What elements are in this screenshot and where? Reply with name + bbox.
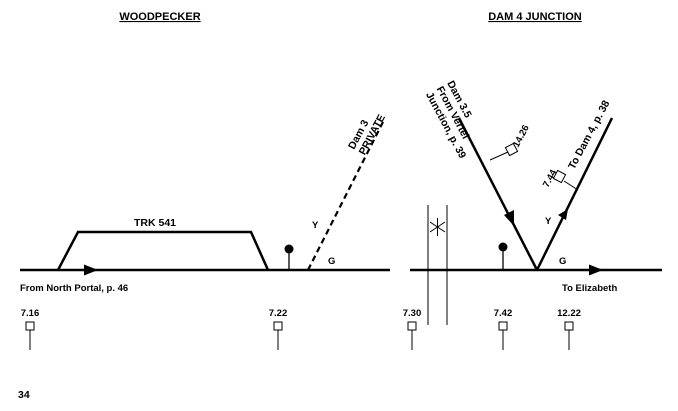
private-branch-label: Dam 3PRIVATE: [346, 107, 388, 157]
origin-label: From North Portal, p. 46: [20, 283, 128, 294]
woodpecker-direction-arrow: [84, 264, 98, 276]
svg-text:7.16: 7.16: [21, 308, 40, 319]
milepost-12-22: 12.22: [557, 308, 581, 350]
svg-text:7.30: 7.30: [403, 308, 422, 319]
dam4-title: DAM 4 JUNCTION: [488, 11, 582, 23]
right-branch-arrow: [558, 209, 568, 220]
dam4-signal-icon: [498, 242, 508, 252]
woodpecker-private-branch: [307, 119, 385, 271]
dam4-direction-arrow: [589, 264, 603, 276]
milepost-7-42: 7.42: [494, 308, 513, 350]
signal-y-label: Y: [312, 220, 319, 231]
dam4-signal-g-label: G: [559, 256, 566, 267]
left-branch-label: Dam 3.5From VertelJunction, p. 39: [423, 79, 489, 161]
woodpecker-siding-track: [56, 230, 270, 271]
dam4-right-branch: [535, 117, 614, 271]
left-branch-arrow: [504, 210, 514, 226]
svg-text:14.26: 14.26: [511, 123, 532, 149]
milepost-7-22: 7.22: [269, 308, 288, 350]
svg-text:7.42: 7.42: [494, 308, 513, 319]
dam4-left-branch: [457, 117, 539, 271]
page-number: 34: [18, 389, 30, 401]
right-branch-label: To Dam 4, p. 38: [566, 98, 612, 171]
svg-text:12.22: 12.22: [557, 308, 581, 319]
woodpecker-signal-icon: [284, 244, 294, 254]
destination-label: To Elizabeth: [562, 283, 617, 294]
milepost-7-44: 7.44: [541, 167, 579, 191]
crossing-structure: [427, 205, 448, 325]
milepost-7-16: 7.16: [21, 308, 40, 350]
crossing-asterisk-icon: [429, 218, 446, 236]
dam4-signal-y-label: Y: [545, 216, 552, 227]
signal-g-label: G: [328, 256, 335, 267]
siding-label: TRK 541: [134, 217, 176, 229]
svg-text:7.22: 7.22: [269, 308, 288, 319]
milepost-14-26: 14.26: [489, 123, 532, 161]
woodpecker-title: WOODPECKER: [119, 11, 200, 23]
milepost-7-30: 7.30: [403, 308, 422, 350]
